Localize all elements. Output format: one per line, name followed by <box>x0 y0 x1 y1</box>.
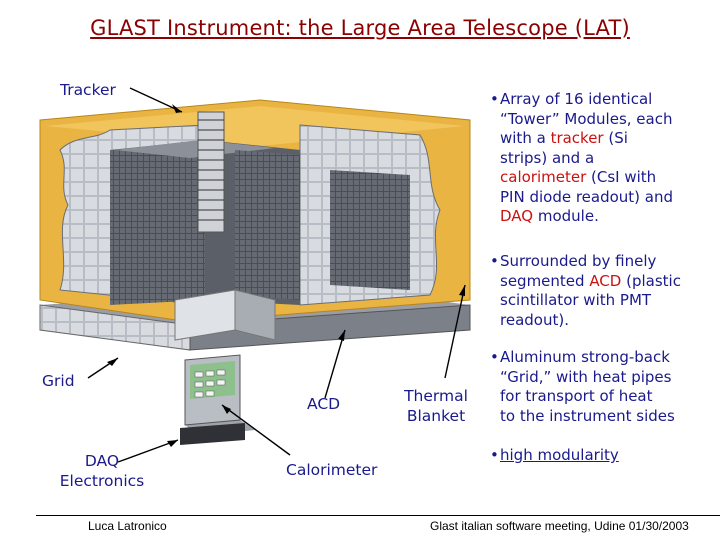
daq-arrow <box>117 439 179 463</box>
footer-divider <box>36 515 720 516</box>
label-grid: Grid <box>42 372 75 390</box>
tracker-towers <box>110 111 410 341</box>
bullet-tower-modules: •Array of 16 identical “Tower” Modules, … <box>490 90 674 225</box>
slide-title: GLAST Instrument: the Large Area Telesco… <box>90 16 630 40</box>
label-thermal-blanket: Thermal Blanket <box>404 387 468 426</box>
label-acd: ACD <box>307 395 341 413</box>
footer-author: Luca Latronico <box>88 519 167 533</box>
tracker-arrow <box>129 87 183 113</box>
footer-meeting: Glast italian software meeting, Udine 01… <box>430 519 689 533</box>
label-calorimeter: Calorimeter <box>286 461 378 479</box>
label-tracker: Tracker <box>60 81 116 99</box>
thermal-arrow <box>444 284 466 379</box>
bullet-modularity: •high modularity <box>490 446 619 464</box>
calorimeter-module <box>180 354 255 445</box>
label-daq-electronics: DAQ Electronics <box>59 452 145 491</box>
bullet-acd: •Surrounded by finely segmented ACD (pla… <box>490 252 681 329</box>
calorimeter-arrow <box>221 404 291 456</box>
acd-arrow <box>324 329 346 399</box>
bullet-grid: •Aluminum strong-back “Grid,” with heat … <box>490 348 675 425</box>
